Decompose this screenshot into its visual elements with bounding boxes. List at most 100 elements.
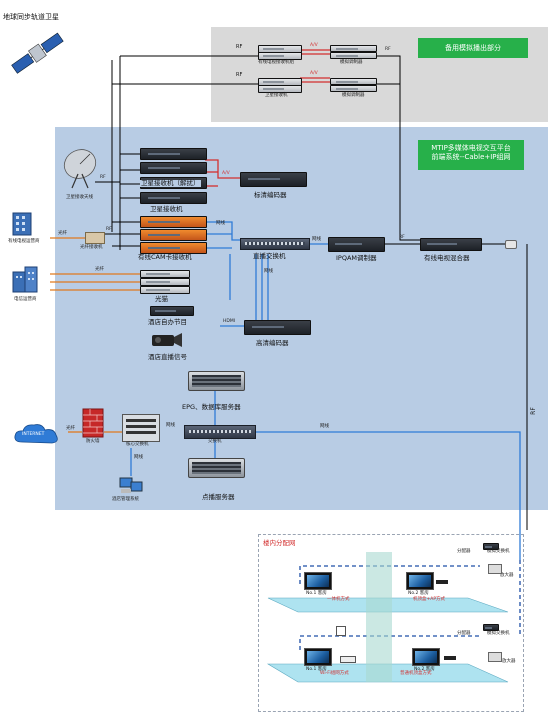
analog-switch-device xyxy=(483,624,499,631)
hd-encoder-label: 高清编码器 xyxy=(256,339,289,347)
core-switch-device xyxy=(122,414,160,442)
amplifier-icon xyxy=(488,652,502,662)
net-cable-label: 网线 xyxy=(264,269,273,274)
tv-label: No.2 客房 xyxy=(414,667,435,672)
hotel-program-device xyxy=(150,306,194,316)
sat-receiver-label: 卫星接收机 xyxy=(150,205,183,213)
cam-receiver-label: 有线CAM卡接收机 xyxy=(138,253,192,261)
platform-title-line2: 前端系统--Cable+IP组网 xyxy=(431,153,511,162)
rf-label: RF xyxy=(385,47,391,52)
live-switch-label: 直播交换机 xyxy=(253,252,286,260)
optical-cat-device xyxy=(140,278,190,286)
satellite-dish-icon xyxy=(63,149,97,189)
tv-icon xyxy=(406,572,434,590)
mode-label: 一体机方式 xyxy=(327,597,350,602)
tv-label: No.1 客房 xyxy=(306,667,327,672)
switch-label: 交换机 xyxy=(208,439,222,444)
sd-encoder-label: 标清编码器 xyxy=(254,191,287,199)
net-cable-label: 网线 xyxy=(312,237,321,242)
satellite-icon xyxy=(11,32,64,74)
ipqam-label: IPQAM调制器 xyxy=(336,254,377,262)
fiber-label: 光纤 xyxy=(66,426,75,431)
tv-icon xyxy=(304,572,332,590)
splitter-label: 分配器 xyxy=(457,631,471,636)
building-title: 楼内分配网 xyxy=(263,539,296,547)
tv-icon xyxy=(304,648,332,666)
analog-switch-label: 模拟交换机 xyxy=(487,631,510,636)
rf-trunk-label: RF xyxy=(529,407,537,415)
router-icon xyxy=(340,656,356,663)
analog-modulator-device xyxy=(330,78,377,85)
mixer-label: 有线电视混合器 xyxy=(424,254,470,262)
internet-cloud-icon xyxy=(14,424,58,444)
rf-label: RF xyxy=(106,227,112,232)
net-cable-label: 网线 xyxy=(166,423,175,428)
analog-switch-device xyxy=(483,543,499,550)
platform-title-box: MTIP多媒体电视交互平台 前端系统--Cable+IP组网 xyxy=(418,140,524,170)
rf-label: RF xyxy=(399,235,405,240)
epg-server-device xyxy=(188,371,245,391)
mode-label: 普通机顶盒方式 xyxy=(400,671,432,676)
optical-cat-label: 光猫 xyxy=(155,295,168,303)
analog-modulator-device xyxy=(330,85,377,92)
amp-label: 放大器 xyxy=(502,659,516,664)
backup-title-box: 备用模拟播出部分 xyxy=(418,38,528,58)
net-cable-label: 网线 xyxy=(216,221,225,226)
sat-receiver-device xyxy=(258,85,302,93)
vod-server-label: 点播服务器 xyxy=(202,493,235,501)
mode-label: Wi-Fi组网方式 xyxy=(320,671,349,676)
optical-cat-device xyxy=(140,286,190,294)
camera-icon xyxy=(152,333,182,347)
rf-connector-icon xyxy=(505,240,517,249)
backup-title: 备用模拟播出部分 xyxy=(445,44,501,52)
sat-receiver-device xyxy=(140,148,207,160)
firewall-label: 防火墙 xyxy=(86,439,100,444)
building-icon xyxy=(12,266,38,293)
tv-label: No.1 客房 xyxy=(306,591,327,596)
fiber-label: 光纤 xyxy=(95,267,104,272)
settop-box-icon xyxy=(436,580,448,584)
amp-label: 放大器 xyxy=(500,573,514,578)
ipqam-device xyxy=(328,237,385,252)
tv-icon xyxy=(412,648,440,666)
switch-device xyxy=(184,425,256,439)
analog-modulator-device xyxy=(330,52,377,59)
core-switch-label: 核心交换机 xyxy=(126,442,149,447)
mode-label: 机顶盒+AP方式 xyxy=(413,597,446,602)
hotel-live-label: 酒店直播信号 xyxy=(148,353,187,361)
fiber-label: 光纤 xyxy=(58,231,67,236)
analog-switch-label: 模拟交换机 xyxy=(487,549,510,554)
backup-dev2-label: 卫星接收机 xyxy=(265,93,288,98)
hd-encoder-device xyxy=(244,320,311,335)
tv-label: No.2 客房 xyxy=(408,591,429,596)
net-cable-label: 网线 xyxy=(320,424,329,429)
backup-mod1-label: 模拟调制器 xyxy=(340,60,363,65)
hotel-mgmt-label: 酒店管理系统 xyxy=(112,497,139,502)
analog-modulator-device xyxy=(330,45,377,52)
amplifier-icon xyxy=(488,564,502,574)
computer-icon xyxy=(119,477,143,493)
rf-label: RF xyxy=(236,44,243,50)
building-icon xyxy=(12,212,32,236)
cable-operator-label: 有线电视运营商 xyxy=(8,239,40,244)
mixer-device xyxy=(420,238,482,251)
av-label: A/V xyxy=(310,71,318,76)
dish-label: 卫星接收天线 xyxy=(66,195,93,200)
telecom-label: 电信运营商 xyxy=(14,297,37,302)
cam-receiver-device xyxy=(140,216,207,228)
floor-plates xyxy=(266,552,509,683)
backup-mod2-label: 模拟调制器 xyxy=(342,93,365,98)
backup-dev1-label: 有线电视接收机组 xyxy=(258,60,294,65)
platform-title-line1: MTIP多媒体电视交互平台 xyxy=(431,144,511,152)
cam-receiver-device xyxy=(140,229,207,241)
av-label: A/V xyxy=(310,43,318,48)
optical-cat-device xyxy=(140,270,190,278)
firewall-icon xyxy=(82,408,104,438)
hdmi-label: HDMI xyxy=(223,319,236,324)
cable-receiver-device xyxy=(258,52,302,60)
optical-receiver-device xyxy=(85,232,105,244)
sat-receiver-decode-label: 卫星接收机（解扰） xyxy=(140,179,201,187)
sd-encoder-device xyxy=(240,172,307,187)
sat-receiver-device xyxy=(140,192,207,204)
